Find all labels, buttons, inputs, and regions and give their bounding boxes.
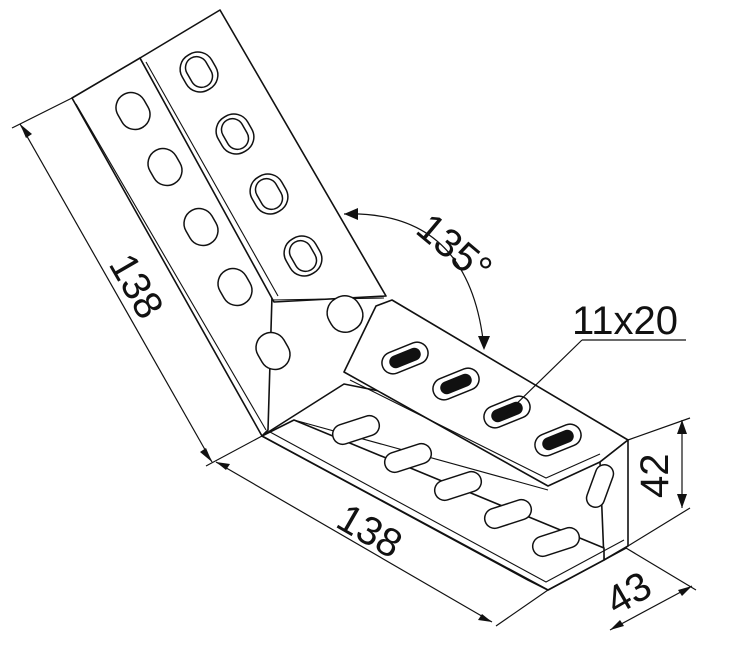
upper-flange-slots (179, 51, 364, 333)
slot (217, 267, 253, 307)
slot (288, 239, 318, 273)
width-label: 43 (599, 563, 660, 623)
slot (585, 464, 615, 508)
callout-hole-size: 11x20 (505, 299, 686, 415)
slot (433, 470, 483, 502)
slot (220, 117, 250, 151)
slot (255, 331, 291, 371)
height-label: 42 (633, 454, 677, 499)
slot (331, 414, 381, 446)
slot (183, 207, 219, 247)
hole-size-label: 11x20 (572, 299, 678, 343)
slot-shadow (389, 347, 421, 369)
slot (531, 526, 581, 558)
slot (115, 91, 151, 131)
angle-label: 135° (408, 205, 500, 292)
slot (254, 177, 284, 211)
left-length-label: 138 (100, 247, 171, 327)
dimension-width: 43 (599, 547, 697, 631)
upper-back-slots (115, 91, 291, 371)
slot (326, 295, 364, 333)
slot (383, 442, 433, 474)
slot-shadow (440, 373, 472, 395)
slot (147, 147, 183, 187)
slot (184, 55, 214, 89)
slot (483, 498, 533, 530)
upper-arm (71, 9, 387, 437)
front-slots (331, 414, 615, 558)
dimension-height: 42 (627, 417, 691, 547)
channel-front-face (261, 419, 605, 591)
